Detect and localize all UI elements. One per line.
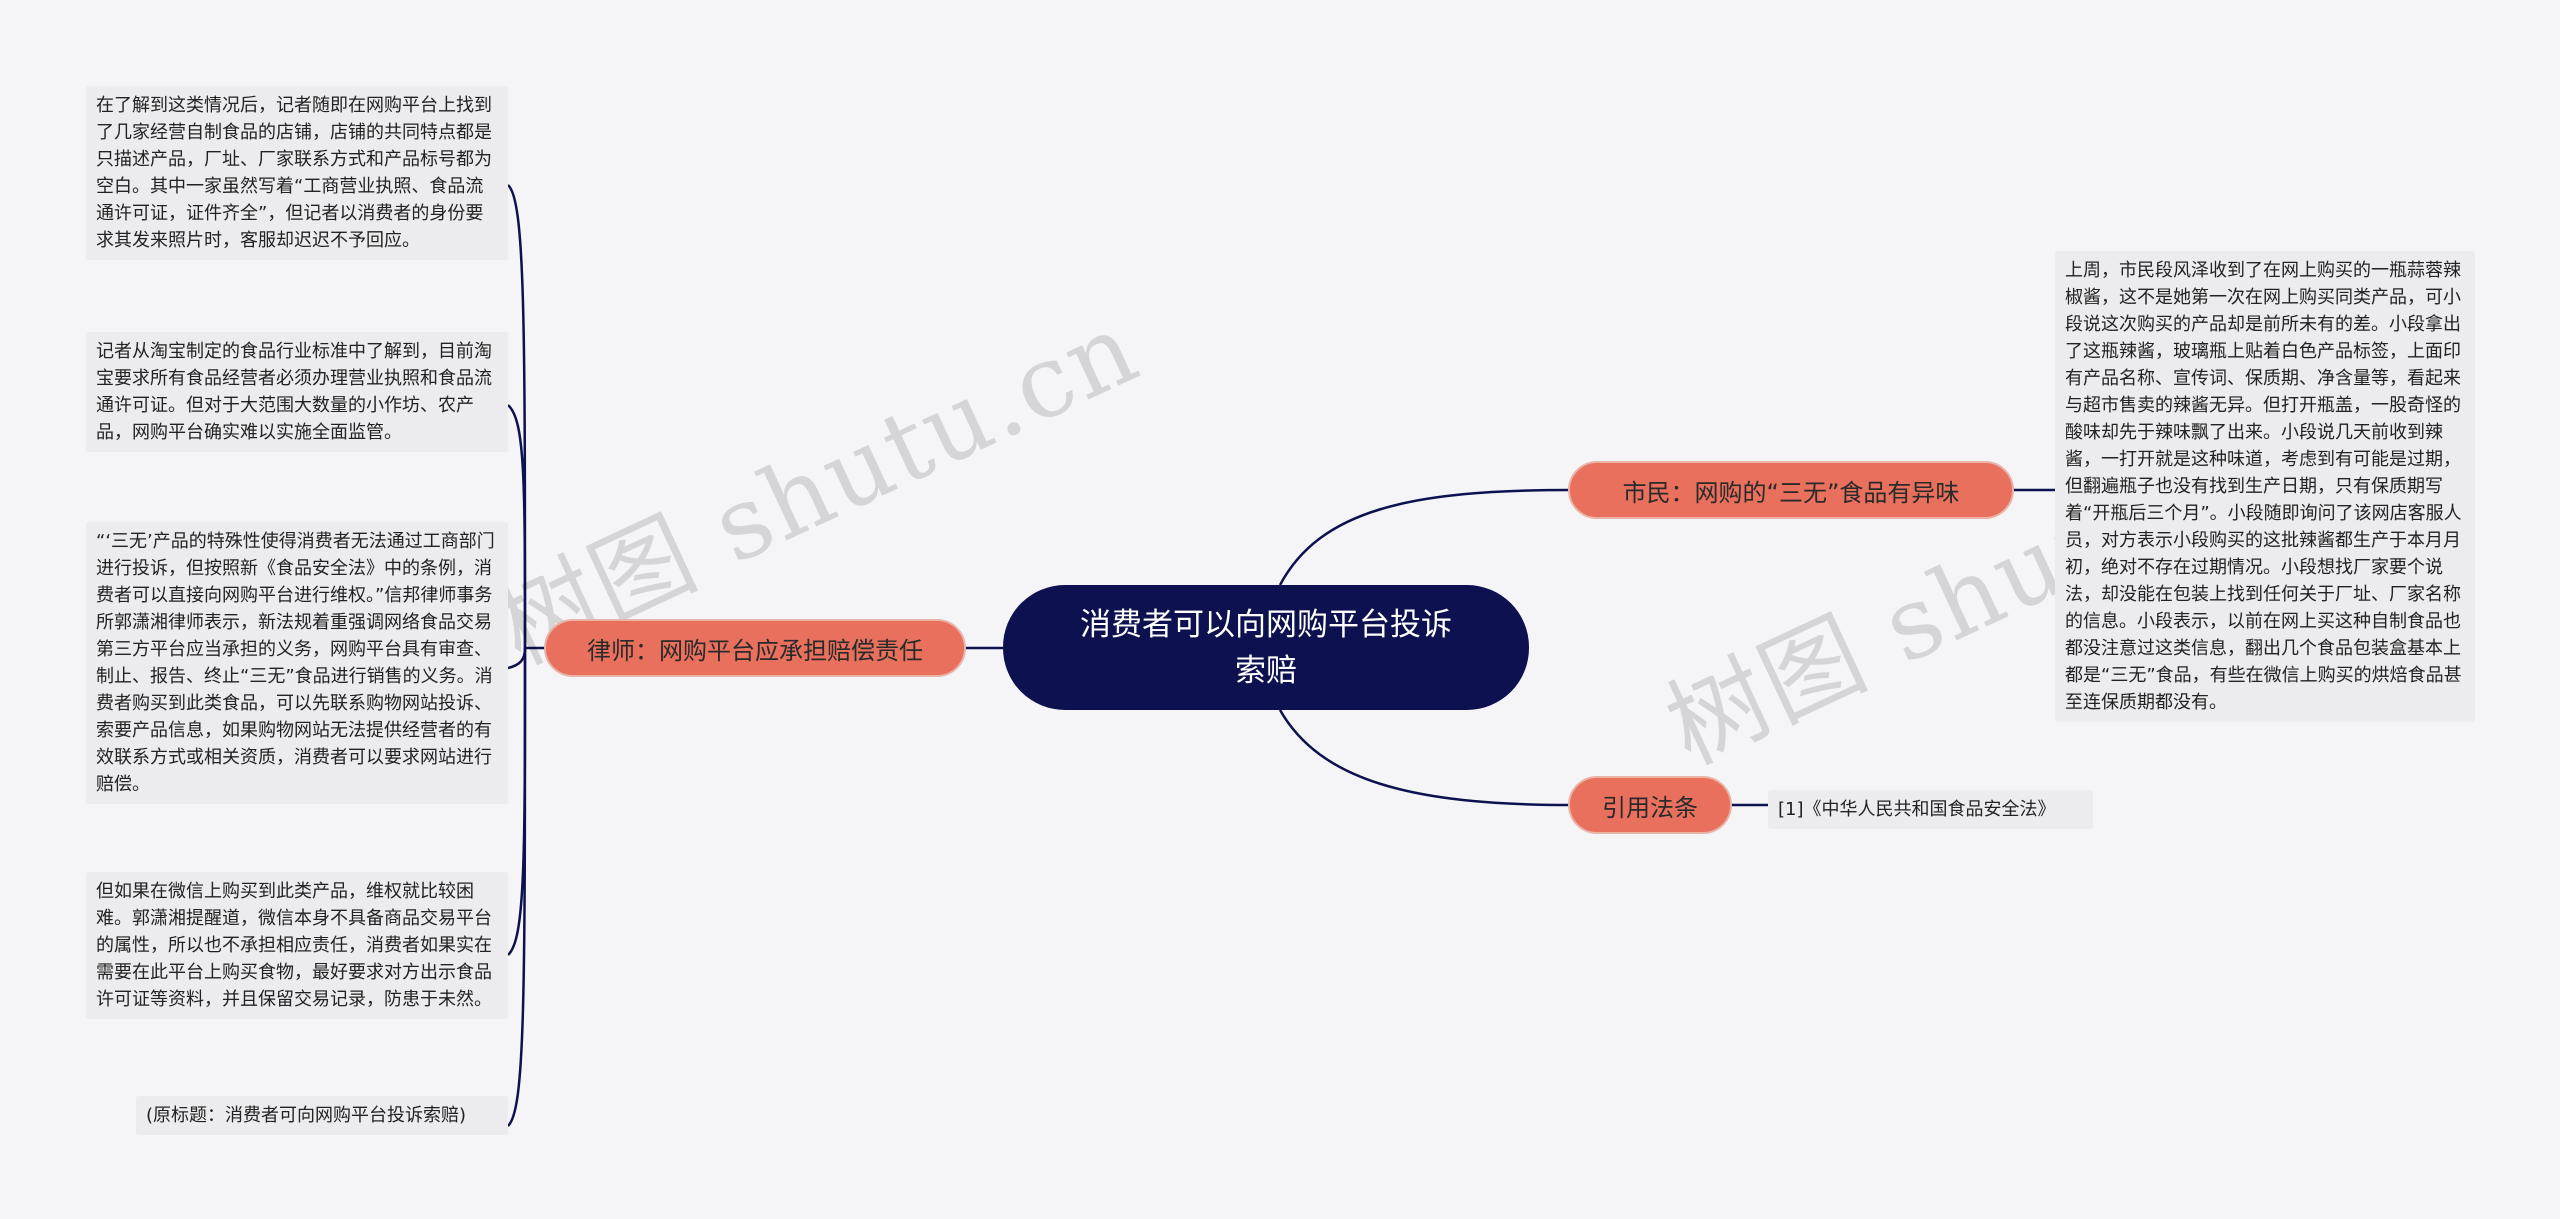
branch-citizen[interactable]: 市民：网购的“三无”食品有异味 bbox=[1568, 461, 2014, 519]
leaf-lawyer-1: 在了解到这类情况后，记者随即在网购平台上找到了几家经营自制食品的店铺，店铺的共同… bbox=[86, 86, 508, 260]
root-topic-label: 消费者可以向网购平台投诉索赔 bbox=[1080, 606, 1452, 689]
branch-lawyer-label: 律师：网购平台应承担赔偿责任 bbox=[587, 636, 923, 665]
branch-lawyer[interactable]: 律师：网购平台应承担赔偿责任 bbox=[544, 619, 966, 677]
link-root-law bbox=[1278, 709, 1571, 807]
leaf-law-citation: [1]《中华人民共和国食品安全法》 bbox=[1768, 790, 2093, 829]
link-root-citizen bbox=[1278, 488, 1571, 586]
branch-citizen-label: 市民：网购的“三无”食品有异味 bbox=[1622, 478, 1960, 507]
link-lawyer-leaf-5 bbox=[507, 647, 527, 1127]
leaf-lawyer-3: “‘三无’产品的特殊性使得消费者无法通过工商部门进行投诉，但按照新《食品安全法》… bbox=[86, 522, 508, 804]
leaf-citizen-story: 上周，市民段风泽收到了在网上购买的一瓶蒜蓉辣椒酱，这不是她第一次在网上购买同类产… bbox=[2055, 251, 2475, 722]
link-lawyer-leaf-2 bbox=[507, 404, 527, 649]
link-lawyer-leaf-4 bbox=[507, 647, 527, 956]
leaf-lawyer-2: 记者从淘宝制定的食品行业标准中了解到，目前淘宝要求所有食品经营者必须办理营业执照… bbox=[86, 332, 508, 452]
root-topic[interactable]: 消费者可以向网购平台投诉索赔 bbox=[1003, 585, 1529, 710]
branch-law[interactable]: 引用法条 bbox=[1568, 776, 1732, 834]
leaf-lawyer-4: 但如果在微信上购买到此类产品，维权就比较困难。郭潇湘提醒道，微信本身不具备商品交… bbox=[86, 872, 508, 1019]
leaf-lawyer-5: (原标题：消费者可向网购平台投诉索赔) bbox=[136, 1096, 508, 1135]
branch-law-label: 引用法条 bbox=[1602, 793, 1698, 822]
